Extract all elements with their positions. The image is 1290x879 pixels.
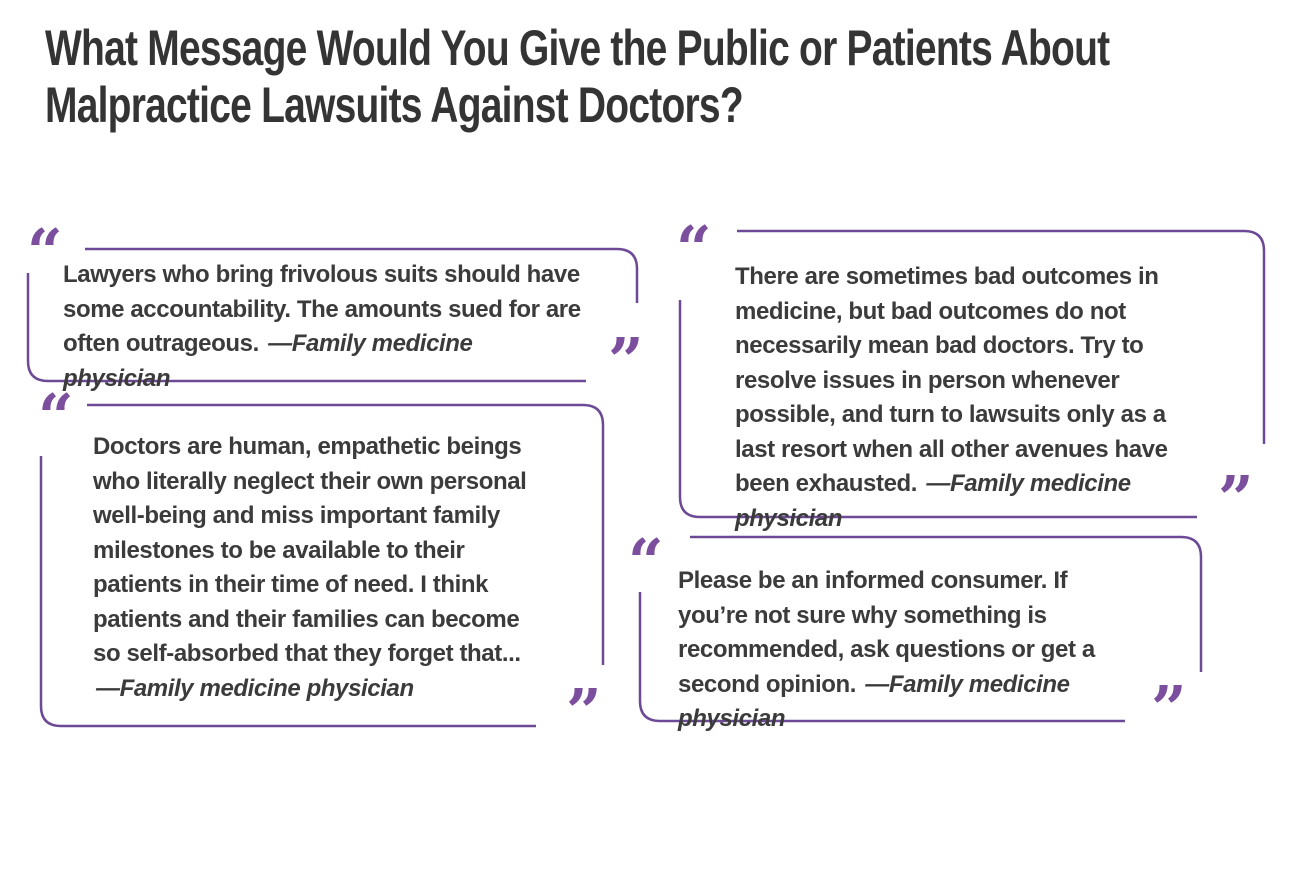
page-title-line1: What Message Would You Give the Public o… bbox=[45, 20, 1110, 76]
quote-text-block: Please be an informed consumer. If you’r… bbox=[678, 564, 1140, 737]
quote-card-2: “ Doctors are human, empathetic beings w… bbox=[38, 380, 653, 743]
quote-card-4: “ Please be an informed consumer. If you… bbox=[628, 525, 1238, 740]
close-quote-icon: ” bbox=[608, 324, 644, 397]
quote-text: Lawyers who bring frivolous suits should… bbox=[63, 261, 581, 357]
quote-text: Doctors are human, empathetic beings who… bbox=[93, 433, 527, 667]
quote-card-3: “ There are sometimes bad outcomes in me… bbox=[676, 212, 1286, 535]
quote-text-block: Doctors are human, empathetic beings who… bbox=[93, 430, 538, 706]
quote-card-1: “ Lawyers who bring frivolous suits shou… bbox=[27, 221, 652, 393]
quote-attribution: —Family medicine physician bbox=[63, 330, 473, 392]
quote-attribution: —Family medicine physician bbox=[678, 670, 1070, 733]
close-quote-icon: ” bbox=[1151, 672, 1187, 745]
quote-text: Please be an informed consumer. If you’r… bbox=[678, 567, 1095, 698]
page-title-line2: Malpractice Lawsuits Against Doctors? bbox=[45, 77, 744, 133]
open-quote-icon: “ bbox=[27, 215, 63, 288]
close-quote-icon: ” bbox=[1218, 462, 1254, 535]
quote-text: There are sometimes bad outcomes in medi… bbox=[735, 263, 1168, 497]
quote-attribution: —Family medicine physician bbox=[735, 470, 1131, 532]
page-title: What Message Would You Give the Public o… bbox=[45, 20, 1290, 134]
open-quote-icon: “ bbox=[628, 525, 664, 598]
quote-text-block: Lawyers who bring frivolous suits should… bbox=[63, 258, 585, 396]
quote-attribution: —Family medicine physician bbox=[96, 674, 414, 702]
open-quote-icon: “ bbox=[38, 380, 74, 453]
open-quote-icon: “ bbox=[676, 212, 712, 285]
quote-text-block: There are sometimes bad outcomes in medi… bbox=[735, 260, 1207, 536]
close-quote-icon: ” bbox=[566, 675, 602, 748]
